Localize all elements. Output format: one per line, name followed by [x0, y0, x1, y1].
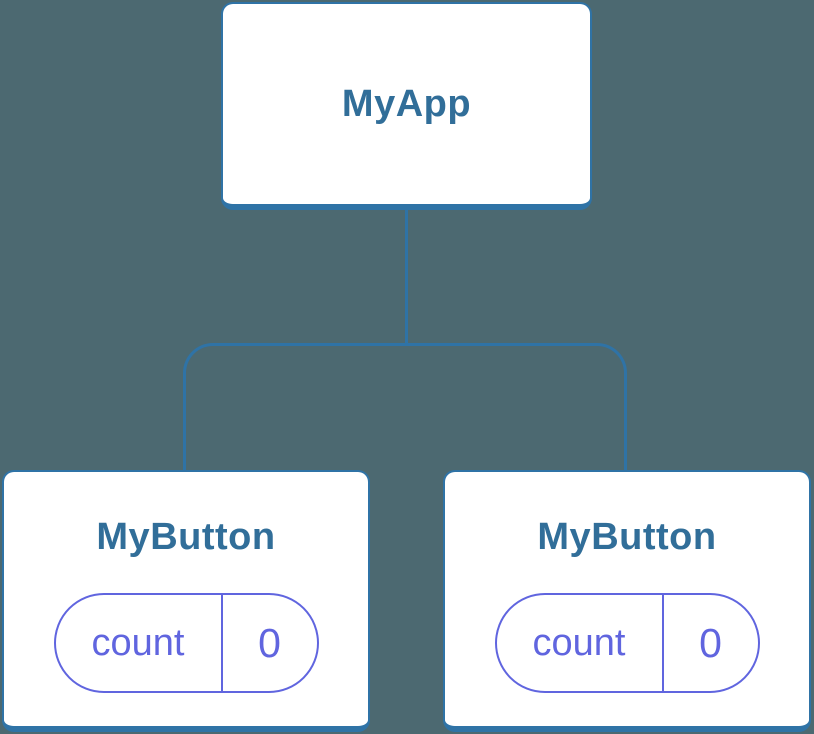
state-value-cell: 0 — [223, 595, 317, 691]
tree-connector-bracket — [183, 343, 627, 470]
child-component-node-left: MyButton count 0 — [2, 470, 370, 732]
state-value-label: 0 — [699, 619, 722, 666]
child-node-label: MyButton — [537, 516, 717, 558]
child-component-node-right: MyButton count 0 — [443, 470, 811, 732]
root-component-node: MyApp — [221, 2, 592, 210]
state-value-label: 0 — [258, 619, 281, 666]
state-key-cell: count — [56, 595, 223, 691]
root-node-label: MyApp — [341, 82, 472, 125]
state-badge: count 0 — [53, 593, 319, 693]
state-value-cell: 0 — [664, 595, 758, 691]
child-node-label: MyButton — [96, 516, 276, 558]
state-key-cell: count — [497, 595, 664, 691]
tree-connector-stem — [405, 208, 408, 346]
state-key-label: count — [91, 621, 185, 664]
state-badge: count 0 — [494, 593, 760, 693]
state-key-label: count — [532, 621, 626, 664]
